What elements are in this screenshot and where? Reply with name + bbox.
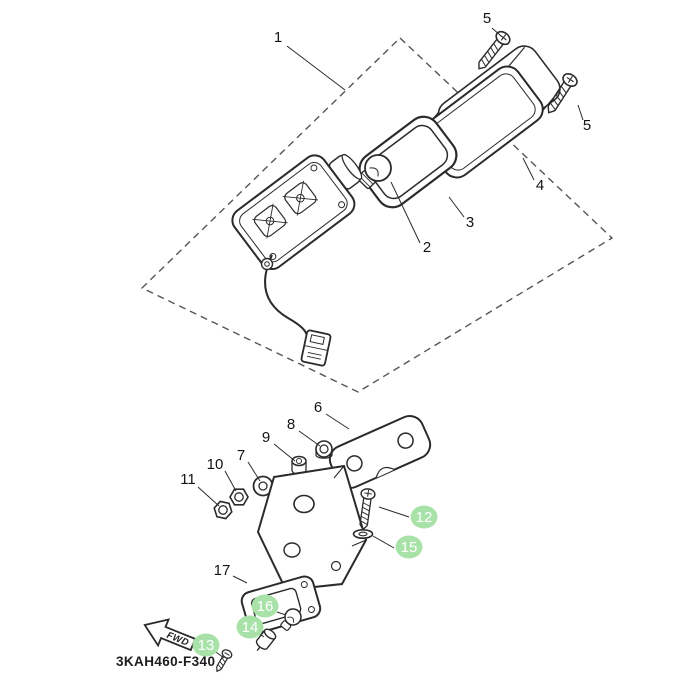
callout-13: 13 bbox=[198, 637, 215, 654]
callout-10: 10 bbox=[207, 456, 224, 473]
callout-1: 1 bbox=[274, 29, 282, 46]
wire-connector bbox=[300, 329, 332, 367]
wire-harness bbox=[260, 254, 308, 337]
callout-17: 17 bbox=[214, 562, 231, 579]
bulb-socket-left bbox=[252, 203, 288, 239]
diagram-code: 3KAH460-F340 bbox=[116, 654, 215, 669]
callout-leader-5 bbox=[577, 104, 584, 121]
callout-leader-15 bbox=[372, 535, 395, 549]
callout-leader-5 bbox=[491, 27, 502, 37]
callout-leader-12 bbox=[378, 506, 410, 518]
callout-14: 14 bbox=[242, 619, 259, 636]
callout-2: 2 bbox=[423, 239, 431, 256]
callout-leader-14 bbox=[259, 633, 265, 638]
callout-15: 15 bbox=[401, 539, 418, 556]
assembly-boundary-box bbox=[140, 37, 614, 393]
callout-4: 4 bbox=[536, 177, 544, 194]
callout-leader-9 bbox=[273, 443, 296, 462]
callout-highlight-12 bbox=[410, 505, 438, 529]
bulb-socket-right bbox=[282, 180, 319, 216]
callout-highlight-16 bbox=[251, 594, 279, 618]
callout-leader-6 bbox=[325, 413, 350, 430]
callout-7: 7 bbox=[237, 447, 245, 464]
callout-leader-2 bbox=[390, 181, 421, 244]
callout-3: 3 bbox=[466, 214, 474, 231]
callout-highlight-15 bbox=[395, 535, 423, 559]
callout-12: 12 bbox=[416, 509, 433, 526]
fwd-label: FWD bbox=[165, 630, 191, 649]
fwd-arrow: FWD bbox=[143, 618, 197, 652]
plain-washer bbox=[352, 528, 374, 539]
callout-leader-11 bbox=[197, 486, 220, 507]
callout-highlight-14 bbox=[236, 615, 264, 639]
callout-6: 6 bbox=[314, 399, 322, 416]
callout-5: 5 bbox=[583, 117, 591, 134]
tail-light-housing bbox=[231, 153, 363, 271]
lens-gasket bbox=[358, 115, 458, 209]
license-bulb bbox=[280, 608, 302, 631]
callout-16: 16 bbox=[257, 598, 274, 615]
callout-11: 11 bbox=[180, 471, 196, 488]
callout-leader-4 bbox=[522, 157, 535, 181]
callout-leader-8 bbox=[298, 430, 321, 447]
callout-leader-16 bbox=[276, 611, 287, 616]
grommet bbox=[315, 440, 333, 459]
callout-leader-7 bbox=[247, 461, 261, 482]
callout-9: 9 bbox=[262, 429, 270, 446]
callout-5: 5 bbox=[483, 10, 491, 27]
callout-leader-1 bbox=[286, 45, 346, 91]
hex-nut-upper bbox=[229, 488, 249, 506]
mounting-bracket bbox=[256, 464, 368, 592]
callout-leader-3 bbox=[448, 196, 465, 218]
callout-leader-10 bbox=[224, 470, 237, 492]
callout-leader-13 bbox=[215, 651, 225, 659]
bulb-socket bbox=[255, 628, 277, 652]
callout-leader-17 bbox=[232, 575, 248, 584]
callout-highlight-13 bbox=[192, 633, 220, 657]
callout-8: 8 bbox=[287, 416, 295, 433]
